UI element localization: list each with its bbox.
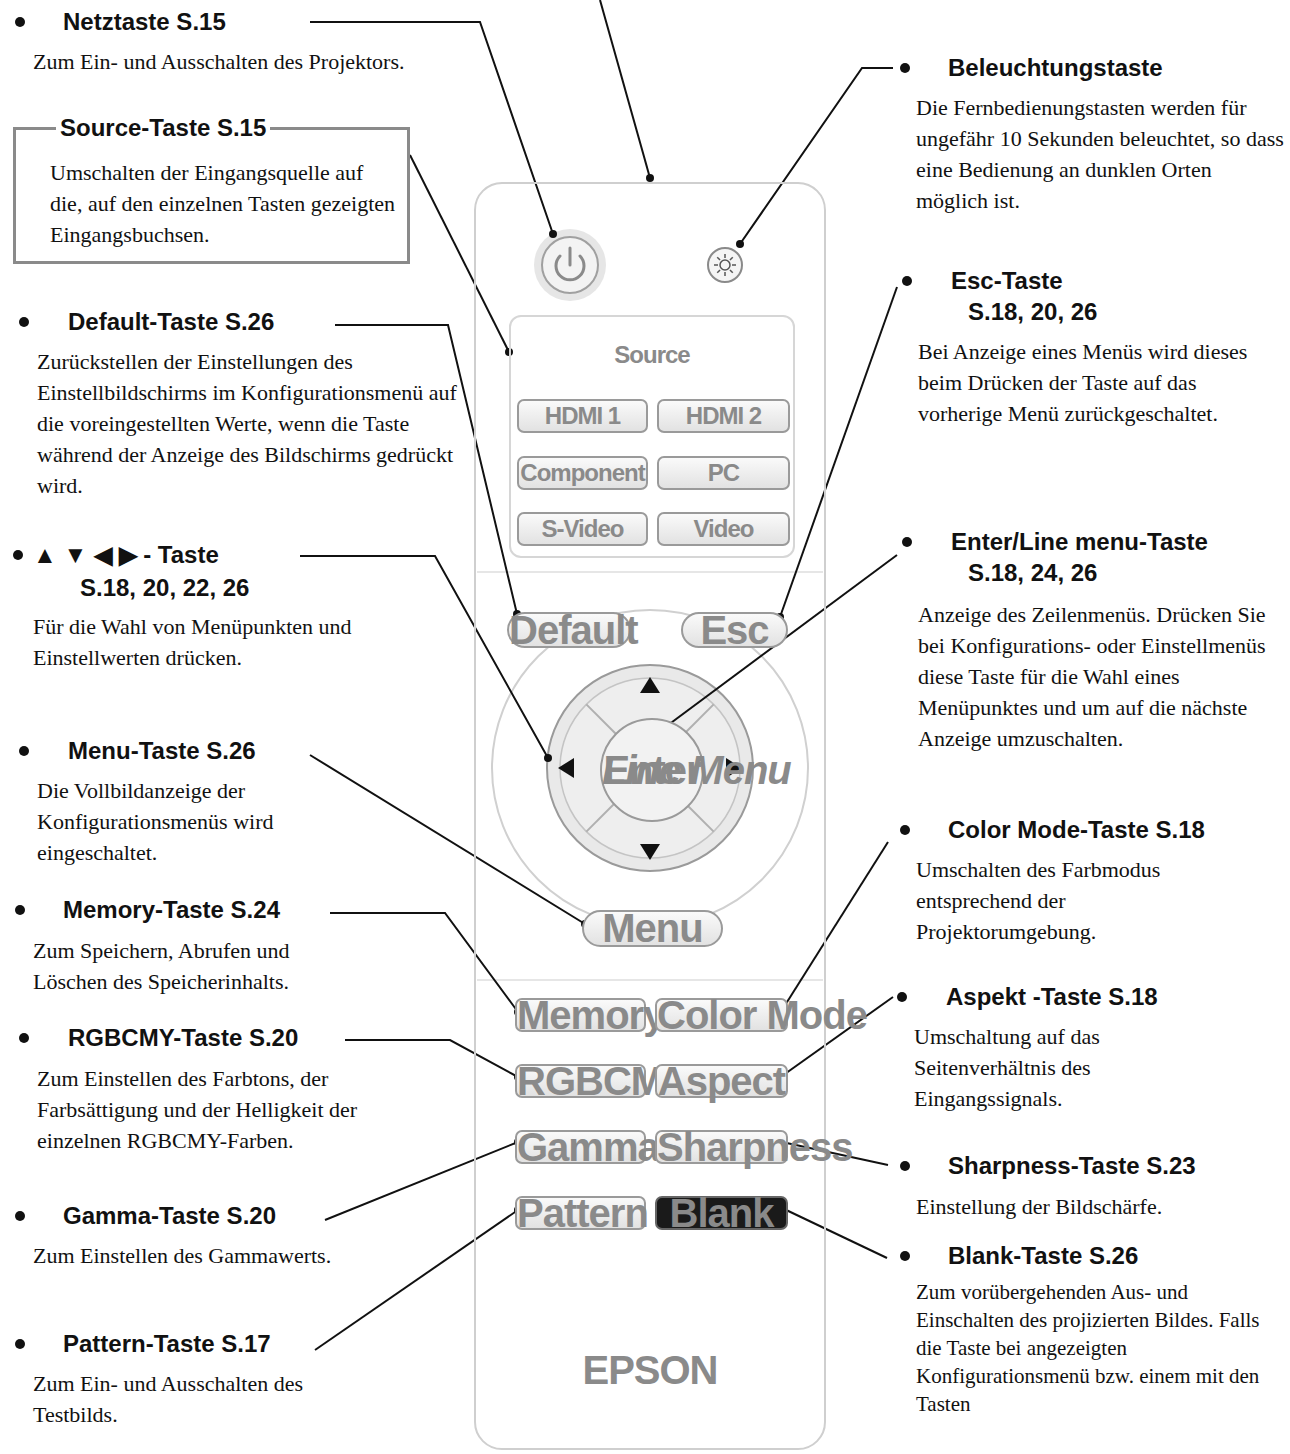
button-label: PC: [659, 459, 788, 487]
page-reference: S.18, 20, 26: [968, 297, 1097, 327]
callout-body: Anzeige des Zeilenmenüs. Drücken Sie bei…: [918, 599, 1286, 754]
function-button: Aspect: [655, 1064, 788, 1098]
page-reference: S.18, 24, 26: [968, 558, 1097, 588]
function-button: Blank: [655, 1196, 788, 1230]
button-label: HDMI 1: [519, 402, 646, 430]
callout-heading: ▲ ▼ ◀ ▶ - Taste: [33, 540, 219, 570]
source-button: HDMI 1: [517, 399, 648, 433]
callout-body: Die Vollbildanzeige der Konfigurationsme…: [37, 775, 337, 868]
function-button: Memory: [515, 998, 646, 1032]
connector-line: [410, 155, 509, 352]
button-label: Sharpness: [657, 1125, 786, 1170]
callout-heading: Beleuchtungstaste: [948, 53, 1163, 83]
source-button: PC: [657, 456, 790, 490]
button-label: Video: [659, 515, 788, 543]
section-separators: [477, 572, 823, 980]
button-label: Line Menu: [602, 764, 702, 776]
callout-heading: RGBCMY-Taste S.20: [68, 1023, 298, 1053]
button-label: Component: [519, 459, 646, 487]
source-button: HDMI 2: [657, 399, 790, 433]
callout-body: Zurückstellen der Einstellungen des Eins…: [37, 346, 457, 501]
source-button: S-Video: [517, 512, 648, 546]
callout-heading: Menu-Taste S.26: [68, 736, 256, 766]
callout-heading: Enter/Line menu-Taste: [951, 527, 1208, 557]
callout-body: Einstellung der Bildschärfe.: [916, 1191, 1276, 1222]
function-button: Menu: [582, 910, 723, 947]
callout-heading: Esc-Taste: [951, 266, 1063, 296]
power-button: [534, 229, 606, 301]
callout-heading: Aspekt -Taste S.18: [946, 982, 1158, 1012]
enter-button: EnterLine Menu: [600, 718, 704, 822]
button-label: Gamma: [517, 1125, 644, 1170]
callout-box: Source-Taste S.15Umschalten der Eingangs…: [13, 127, 410, 264]
callout-body: Umschalten des Farbmodus entsprechend de…: [916, 854, 1226, 947]
light-button: [708, 248, 742, 282]
function-button: Sharpness: [655, 1130, 788, 1164]
callout-heading: Sharpness-Taste S.23: [948, 1151, 1196, 1181]
callout-body: Zum Ein- und Ausschalten des Testbilds.: [33, 1368, 383, 1430]
callout-heading: Pattern-Taste S.17: [63, 1329, 271, 1359]
callout-body: Umschaltung auf das Seitenverhältnis des…: [914, 1021, 1214, 1114]
button-label: RGBCMY: [517, 1059, 644, 1104]
callout-body: Zum Einstellen des Farbtons, der Farbsät…: [37, 1063, 437, 1156]
button-label: Menu: [584, 906, 721, 951]
callout-body: Zum Ein- und Ausschalten des Projektors.: [33, 46, 493, 77]
source-button: Video: [657, 512, 790, 546]
button-label: S-Video: [519, 515, 646, 543]
callout-body: Bei Anzeige eines Menüs wird dieses beim…: [918, 336, 1283, 429]
callout-heading: Source-Taste S.15: [56, 113, 270, 143]
remote-body: EPSON SourceHDMI 1 HDMI 2 Component PC S-Vide…: [474, 182, 826, 1450]
callout-heading: Netztaste S.15: [63, 7, 226, 37]
function-button: Pattern: [515, 1196, 646, 1230]
button-label: Memory: [517, 993, 644, 1038]
panel-title: Source: [511, 341, 793, 369]
callout-heading: Default-Taste S.26: [68, 307, 274, 337]
button-label: Color Mode: [657, 993, 786, 1038]
callout-heading: Gamma-Taste S.20: [63, 1201, 276, 1231]
callout-body: Die Fernbedienungstasten werden für unge…: [916, 92, 1288, 216]
function-button: Gamma: [515, 1130, 646, 1164]
button-label: Pattern: [517, 1191, 644, 1236]
function-button: RGBCMY: [515, 1064, 646, 1098]
brand-logo: EPSON: [476, 1348, 824, 1393]
button-label: Esc: [683, 608, 786, 653]
callout-body: Zum Einstellen des Gammawerts.: [33, 1240, 413, 1271]
callout-heading: Memory-Taste S.24: [63, 895, 280, 925]
function-button: Default: [507, 612, 631, 648]
callout-heading: Blank-Taste S.26: [948, 1241, 1138, 1271]
leader-dots: [513, 174, 786, 1214]
function-button: Color Mode: [655, 998, 788, 1032]
callout-body: Zum Speichern, Abrufen und Löschen des S…: [33, 935, 363, 997]
function-button: Esc: [681, 612, 788, 648]
bullets: [13, 17, 912, 1349]
button-label: HDMI 2: [659, 402, 788, 430]
button-label: Default: [509, 608, 629, 653]
callout-body: Umschalten der Eingangsquelle auf die, a…: [50, 157, 400, 250]
page-reference: S.18, 20, 22, 26: [80, 573, 249, 603]
button-label: Aspect: [657, 1059, 786, 1104]
button-label: Blank: [657, 1191, 786, 1236]
source-panel: SourceHDMI 1 HDMI 2 Component PC S-Video Vide…: [509, 315, 795, 558]
callout-heading: Color Mode-Taste S.18: [948, 815, 1205, 845]
callout-body: Für die Wahl von Menüpunkten und Einstel…: [33, 611, 473, 673]
callout-body: Zum vorübergehenden Aus- und Einschalten…: [916, 1278, 1286, 1418]
source-button: Component: [517, 456, 648, 490]
